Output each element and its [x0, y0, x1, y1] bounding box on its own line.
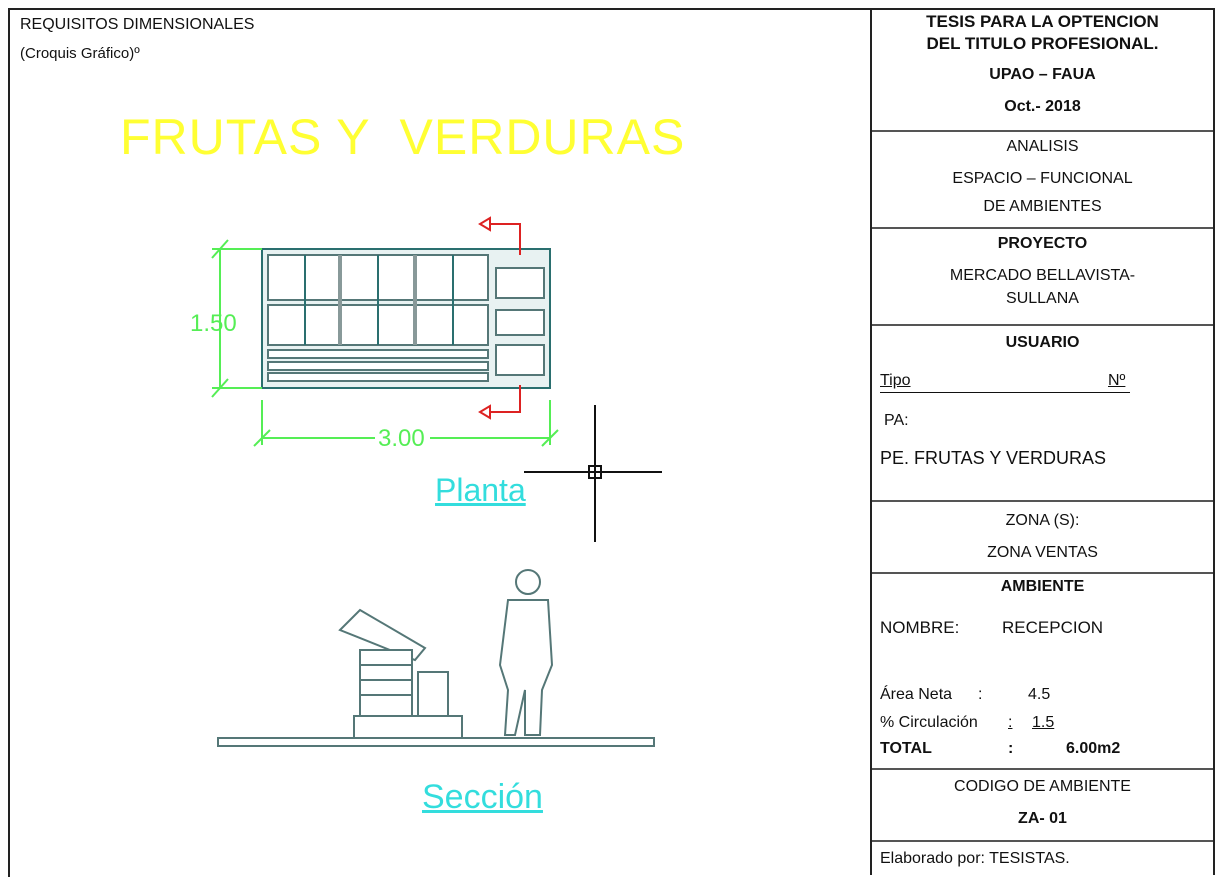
circ-label: % Circulación [880, 714, 978, 731]
circ-value: 1.5 [1032, 714, 1055, 731]
dimension-lines [211, 239, 559, 447]
requirements-subtitle: (Croquis Gráfico)º [20, 45, 140, 62]
area-value: 4.5 [1028, 686, 1051, 703]
area-label: Área Neta [880, 686, 953, 703]
zone-value: ZONA VENTAS [987, 544, 1098, 561]
plan-label: Planta [435, 472, 526, 508]
total-value: 6.00m2 [1066, 740, 1121, 757]
section-cut-arrows [478, 216, 521, 420]
area-sep: : [978, 686, 983, 703]
thesis-section: TESIS PARA LA OPTENCION DEL TITULO PROFE… [872, 10, 1213, 132]
drawing-title: FRUTAS Y VERDURAS [120, 109, 686, 165]
stall-section [217, 608, 655, 747]
title-block: TESIS PARA LA OPTENCION DEL TITULO PROFE… [870, 10, 1213, 875]
total-sep: : [1008, 740, 1014, 757]
circ-sep: : [1008, 714, 1013, 731]
cursor-crosshair-icon [524, 405, 662, 542]
tipo-underline [880, 392, 1130, 393]
code-value: ZA- 01 [1018, 810, 1067, 827]
environment-label: AMBIENTE [1000, 578, 1085, 595]
zone-section: ZONA (S): ZONA VENTAS [872, 502, 1213, 574]
dimension-height: 1.50 [190, 310, 237, 337]
pa-label: PA: [884, 412, 909, 429]
frame-right-border [1213, 10, 1215, 875]
requirements-title: REQUISITOS DIMENSIONALES [20, 16, 255, 33]
analysis-line3: DE AMBIENTES [983, 198, 1102, 215]
code-section: CODIGO DE AMBIENTE ZA- 01 [872, 770, 1213, 842]
section-label: Sección [422, 778, 543, 816]
dimension-width: 3.00 [378, 425, 425, 452]
zone-label: ZONA (S): [1005, 512, 1080, 529]
tipo-label: Tipo [880, 372, 911, 389]
analysis-section: ANALISIS ESPACIO – FUNCIONAL DE AMBIENTE… [872, 132, 1213, 229]
code-label: CODIGO DE AMBIENTE [954, 778, 1131, 795]
user-section: USUARIO Tipo Nº PA: PE. FRUTAS Y VERDURA… [872, 326, 1213, 502]
project-line2: SULLANA [1006, 290, 1079, 307]
thesis-line1: TESIS PARA LA OPTENCION [926, 12, 1159, 31]
thesis-line2: DEL TITULO PROFESIONAL. [926, 34, 1159, 53]
frame-top-border [10, 8, 1215, 10]
frame-left-border [8, 8, 10, 877]
technical-drawing [211, 216, 662, 747]
date: Oct.- 2018 [1004, 98, 1081, 115]
stall-plan [261, 248, 551, 389]
author-label: Elaborado por: TESISTAS. [880, 850, 1070, 867]
institution: UPAO – FAUA [989, 66, 1096, 83]
project-section: PROYECTO MERCADO BELLAVISTA- SULLANA [872, 229, 1213, 326]
no-label: Nº [1108, 372, 1126, 389]
project-label: PROYECTO [997, 235, 1088, 252]
analysis-line2: ESPACIO – FUNCIONAL [952, 170, 1133, 187]
name-label: NOMBRE: [880, 618, 960, 637]
total-label: TOTAL [880, 740, 932, 757]
analysis-label: ANALISIS [1006, 138, 1079, 155]
human-figure [498, 569, 554, 736]
project-line1: MERCADO BELLAVISTA- [949, 267, 1136, 284]
name-value: RECEPCION [1002, 618, 1104, 637]
header-strip [10, 10, 870, 68]
user-label: USUARIO [1005, 334, 1080, 351]
environment-section: AMBIENTE NOMBRE: RECEPCION Área Neta : 4… [872, 574, 1213, 770]
pe-label: PE. FRUTAS Y VERDURAS [880, 448, 1107, 468]
